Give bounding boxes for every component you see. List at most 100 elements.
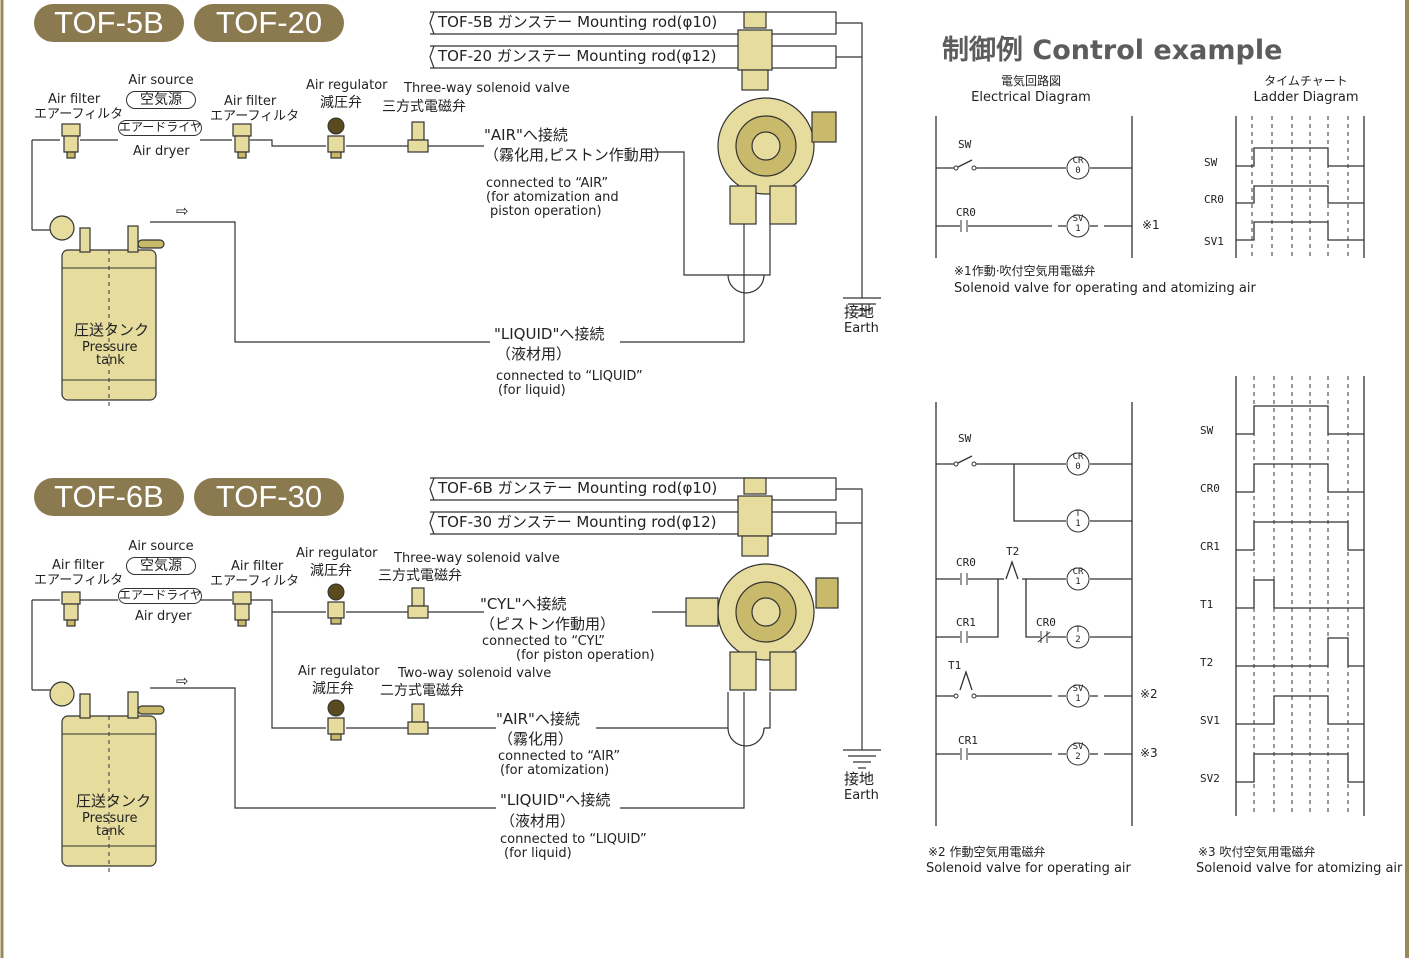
liquid-connection-label: (for liquid) [504,846,572,861]
section2-filter-right [232,591,252,627]
air-regulator-label-jp: 減圧弁 [310,563,352,579]
flow-arrow-icon: ⇨ [176,672,189,690]
section2-piping [31,477,881,809]
mounting-rod-label: TOF-20 ガンステー Mounting rod(φ12) [438,47,717,65]
air-filter-label-jp: エアーフィルタ [34,107,124,122]
control-example-title: 制御例 Control example [942,35,1283,66]
section2-tank [49,681,165,876]
note-3: Solenoid valve for atomizing air [1196,861,1403,876]
air-dryer-label-jp: エアードライヤ [118,588,202,604]
ladder-diagram-title-jp: タイムチャート [1264,74,1348,88]
signal-label: CR1 [1200,540,1220,553]
air-connection-purpose-jp: （霧化用,ピストン作動用） [484,146,669,164]
air-connection-label-jp: "AIR"へ接続 [496,710,580,728]
section2-solenoid-valve-2 [407,703,429,735]
mounting-rod-label: TOF-6B ガンステー Mounting rod(φ10) [438,479,718,497]
earth-label: Earth [844,321,879,336]
electrical-diagram-title: Electrical Diagram [971,90,1091,105]
solenoid-valve-label: Three-way solenoid valve [394,551,560,566]
contact-label-sw: SW [958,432,972,445]
air-regulator-label: Air regulator [306,78,388,93]
solenoid-valve-label: Three-way solenoid valve [404,81,570,96]
section2-regulator-2 [327,699,345,741]
signal-label: SV1 [1200,714,1220,727]
air-regulator-label-jp: 減圧弁 [312,681,354,697]
note-marker: ※2 [1140,687,1158,701]
section2-regulator-1 [327,583,345,625]
note-marker: ※1 [1142,218,1160,232]
section2-filter-left [61,591,81,627]
air-connection-label: connected to “AIR” [486,176,609,191]
mounting-rod-label: TOF-30 ガンステー Mounting rod(φ12) [438,513,717,531]
liquid-connection-label: (for liquid) [498,383,566,398]
air-regulator-label: Air regulator [298,664,380,679]
air-regulator-label-jp: 減圧弁 [320,95,362,111]
section1-solenoid-valve [407,121,429,153]
air-dryer-label-jp: エアードライヤ [118,120,202,136]
air-filter-label: Air filter [231,559,284,574]
signal-label: CR0 [1204,193,1224,206]
pressure-tank-label: tank [96,824,125,839]
air-dryer-label: Air dryer [133,144,190,159]
section2-gun [685,477,839,691]
contact-label-t1: T1 [948,659,962,672]
air-dryer-label: Air dryer [135,609,192,624]
signal-label: CR0 [1200,482,1220,495]
solenoid-valve-label-jp: 三方式電磁弁 [378,568,462,584]
air-connection-label: (for atomization) [500,763,610,778]
pressure-tank-label: tank [96,353,125,368]
air-filter-label-jp: エアーフィルタ [34,573,124,588]
signal-label: SV2 [1200,772,1220,785]
signal-label: SV1 [1204,235,1224,248]
model-badge-tof-30: TOF-30 [194,478,344,516]
air-filter-label-jp: エアーフィルタ [210,109,300,124]
signal-label: T2 [1200,656,1214,669]
liquid-connection-purpose-jp: （液材用） [500,812,576,830]
solenoid-valve-label: Two-way solenoid valve [398,666,552,681]
electrical-diagram-title-jp: 電気回路図 [1000,74,1061,88]
note-1-jp: ※1作動·吹付空気用電磁弁 [954,264,1096,278]
note-marker: ※3 [1140,746,1158,760]
section1-piping [31,11,881,343]
electrical-diagram-1 [935,116,1133,258]
cyl-connection-label: (for piston operation) [516,648,655,663]
air-filter-label: Air filter [224,94,277,109]
signal-label: T1 [1200,598,1214,611]
contact-label-cr0: CR0 [956,206,976,219]
cyl-connection-purpose-jp: （ピストン作動用） [480,615,616,633]
section1-filter-left [61,123,81,159]
flow-arrow-icon: ⇨ [176,202,189,220]
contact-label-cr0-nc: CR0 [1036,616,1056,629]
air-connection-purpose-jp: （霧化用） [498,730,574,748]
liquid-connection-label-jp: "LIQUID"へ接続 [494,325,605,343]
cyl-connection-label: connected to “CYL” [482,634,606,649]
pressure-tank-label: Pressure [82,340,138,355]
air-source-label-jp: 空気源 [126,91,196,110]
air-filter-label: Air filter [52,558,105,573]
contact-label-cr0: CR0 [956,556,976,569]
electrical-diagram-2 [935,402,1133,826]
ladder-diagram-2 [1235,376,1365,816]
liquid-connection-label-jp: "LIQUID"へ接続 [500,791,611,809]
pressure-tank-label-jp: 圧送タンク [74,321,150,339]
pressure-tank-label: Pressure [82,811,138,826]
air-connection-label-jp: "AIR"へ接続 [484,126,568,144]
air-filter-label-jp: エアーフィルタ [210,574,300,589]
contact-label-cr1: CR1 [958,734,978,747]
section1-tank [49,215,165,410]
air-source-label-jp: 空気源 [126,557,196,576]
model-badge-tof-6b: TOF-6B [34,478,184,516]
earth-label-jp: 接地 [844,770,875,788]
note-3-jp: ※3 吹付空気用電磁弁 [1198,845,1316,859]
model-badge-tof-5b: TOF-5B [34,4,184,42]
section2-solenoid-valve-1 [407,587,429,619]
pressure-tank-label-jp: 圧送タンク [76,792,152,810]
signal-label: SW [1204,156,1218,169]
section1-gun [717,11,837,225]
liquid-connection-label: connected to “LIQUID” [496,369,643,384]
